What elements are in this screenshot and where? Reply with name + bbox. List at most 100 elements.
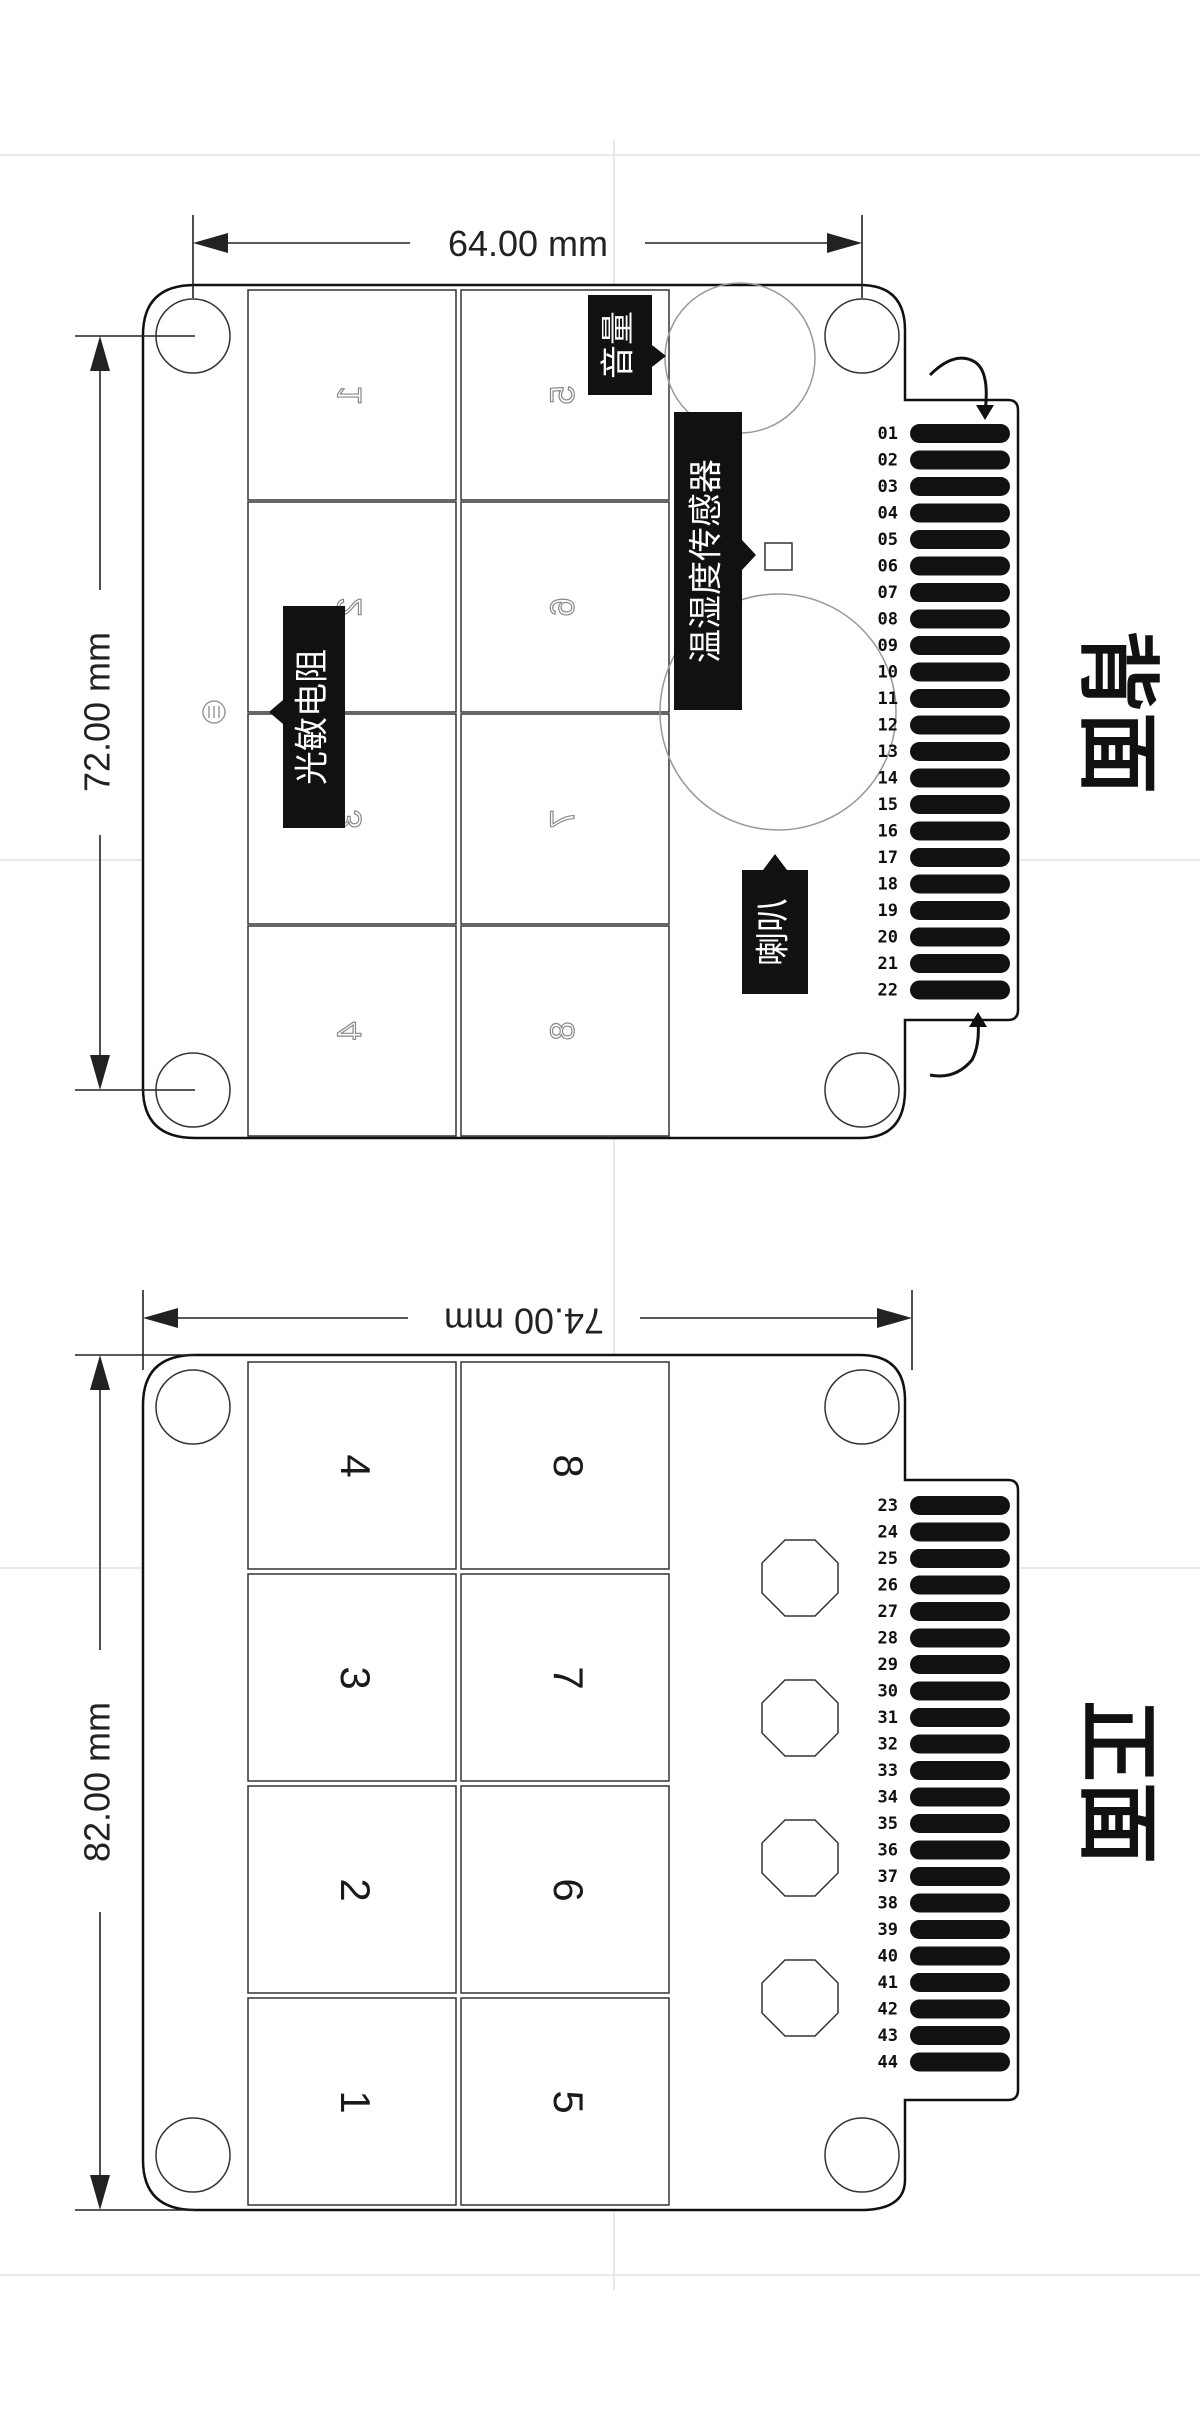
pin-pad bbox=[910, 1893, 1010, 1913]
pin-label: 16 bbox=[878, 822, 898, 842]
pin-pad bbox=[910, 927, 1010, 947]
back-width-dimension: 64.00 mm bbox=[192, 215, 863, 298]
pin-pad bbox=[910, 530, 1010, 549]
pin-label: 43 bbox=[878, 2026, 898, 2046]
mounting-hole-icon bbox=[824, 1052, 900, 1128]
pin-label: 17 bbox=[878, 848, 898, 868]
front-pin-row: 2324252627282930313233343536373839404142… bbox=[878, 1496, 1010, 2073]
label-temp-humidity-sensor: 温湿度传感器 bbox=[674, 412, 756, 710]
mounting-hole-icon bbox=[155, 1369, 231, 1445]
front-width-label: 74.00 mm bbox=[444, 1300, 604, 1341]
mounting-hole-icon bbox=[824, 1369, 900, 1445]
octagon-button-icon bbox=[761, 1539, 839, 1617]
back-view: 1 2 3 4 5 6 7 8 音量 温湿度传感器 bbox=[75, 215, 1165, 1140]
front-height-dimension: 82.00 mm bbox=[75, 1354, 195, 2211]
pin-label: 37 bbox=[878, 1867, 898, 1887]
pin-pad bbox=[910, 1787, 1010, 1807]
pin-label: 29 bbox=[878, 1655, 898, 1675]
pin-pad bbox=[910, 2052, 1010, 2072]
pin-pad bbox=[910, 503, 1010, 523]
mounting-hole-icon bbox=[155, 2117, 231, 2193]
pin-pad bbox=[910, 477, 1010, 496]
pin-label: 41 bbox=[878, 1973, 898, 1993]
pin-pad bbox=[910, 636, 1010, 655]
pin-label: 09 bbox=[878, 636, 898, 656]
light-resistor-icon bbox=[202, 700, 226, 724]
front-view: 1 2 3 4 5 6 7 8 232425262728293031323334… bbox=[75, 1290, 1165, 2212]
pin-pad bbox=[910, 1496, 1010, 1515]
pin-pad bbox=[910, 1655, 1010, 1674]
pin-pad bbox=[910, 848, 1010, 867]
label-speaker: 喇叭 bbox=[742, 854, 808, 994]
pin-label: 42 bbox=[878, 2000, 898, 2020]
svg-text:音量: 音量 bbox=[599, 311, 639, 379]
pin-label: 02 bbox=[878, 451, 898, 471]
pin-label: 24 bbox=[878, 1523, 898, 1543]
pin-pad bbox=[910, 1734, 1010, 1754]
octagon-button-icon bbox=[761, 1679, 839, 1757]
octagon-button-icon bbox=[761, 1819, 839, 1897]
speaker-icon bbox=[659, 593, 897, 831]
pin-pad bbox=[910, 715, 1010, 735]
front-key-4: 4 bbox=[332, 1454, 379, 1477]
pin-pad bbox=[910, 1920, 1010, 1939]
pin-pad bbox=[910, 901, 1010, 920]
front-key-1: 1 bbox=[332, 2090, 379, 2113]
pin-label: 14 bbox=[878, 769, 898, 789]
svg-text:温湿度传感器: 温湿度传感器 bbox=[687, 459, 727, 663]
pin-pad bbox=[910, 2026, 1010, 2045]
pin-pad bbox=[910, 689, 1010, 708]
pin-pad bbox=[910, 1575, 1010, 1595]
flip-arrow-icon bbox=[929, 1019, 980, 1078]
pin-label: 44 bbox=[878, 2053, 898, 2073]
pin-label: 38 bbox=[878, 1894, 898, 1914]
pin-label: 22 bbox=[878, 981, 898, 1001]
front-key-grid bbox=[247, 1361, 670, 2206]
front-key-7: 7 bbox=[545, 1666, 592, 1689]
front-board-outline bbox=[141, 1353, 1020, 2212]
back-height-label: 72.00 mm bbox=[77, 632, 118, 792]
pin-label: 10 bbox=[878, 663, 898, 683]
pin-label: 31 bbox=[878, 1708, 898, 1728]
temp-humidity-sensor-icon bbox=[764, 542, 793, 571]
pin-label: 21 bbox=[878, 954, 898, 974]
pin-pad bbox=[910, 795, 1010, 814]
pin-label: 25 bbox=[878, 1549, 898, 1569]
pin-pad bbox=[910, 556, 1010, 576]
back-width-label: 64.00 mm bbox=[448, 223, 608, 264]
label-light-resistor: 光敏电阻 bbox=[269, 606, 345, 828]
back-key-grid bbox=[247, 289, 670, 1137]
pin-pad bbox=[910, 609, 1010, 629]
pin-pad bbox=[910, 1549, 1010, 1568]
pin-pad bbox=[910, 583, 1010, 602]
front-key-6: 6 bbox=[545, 1878, 592, 1901]
pin-pad bbox=[910, 1602, 1010, 1621]
pin-label: 13 bbox=[878, 742, 898, 762]
pin-label: 19 bbox=[878, 901, 898, 921]
pin-label: 07 bbox=[878, 583, 898, 603]
svg-text:喇叭: 喇叭 bbox=[754, 898, 794, 966]
front-width-dimension: 74.00 mm bbox=[142, 1290, 913, 1370]
back-pin-row: 0102030405060708091011121314151617181920… bbox=[878, 424, 1010, 1001]
pin-pad bbox=[910, 1522, 1010, 1542]
pin-label: 04 bbox=[878, 504, 898, 524]
flip-arrow-icon bbox=[928, 356, 988, 413]
pin-pad bbox=[910, 1840, 1010, 1860]
front-key-2: 2 bbox=[332, 1878, 379, 1901]
pin-pad bbox=[910, 954, 1010, 973]
flip-arrow-head-icon bbox=[976, 405, 994, 420]
back-key-5: 5 bbox=[544, 386, 582, 405]
pin-pad bbox=[910, 1946, 1010, 1966]
pin-label: 35 bbox=[878, 1814, 898, 1834]
pin-label: 01 bbox=[878, 424, 898, 444]
front-key-8: 8 bbox=[545, 1454, 592, 1477]
pin-pad bbox=[910, 1999, 1010, 2019]
front-key-3: 3 bbox=[332, 1666, 379, 1689]
pin-pad bbox=[910, 1628, 1010, 1648]
pin-label: 28 bbox=[878, 1629, 898, 1649]
front-key-5: 5 bbox=[545, 2090, 592, 2113]
pin-pad bbox=[910, 742, 1010, 761]
pin-label: 34 bbox=[878, 1788, 898, 1808]
pin-pad bbox=[910, 662, 1010, 682]
